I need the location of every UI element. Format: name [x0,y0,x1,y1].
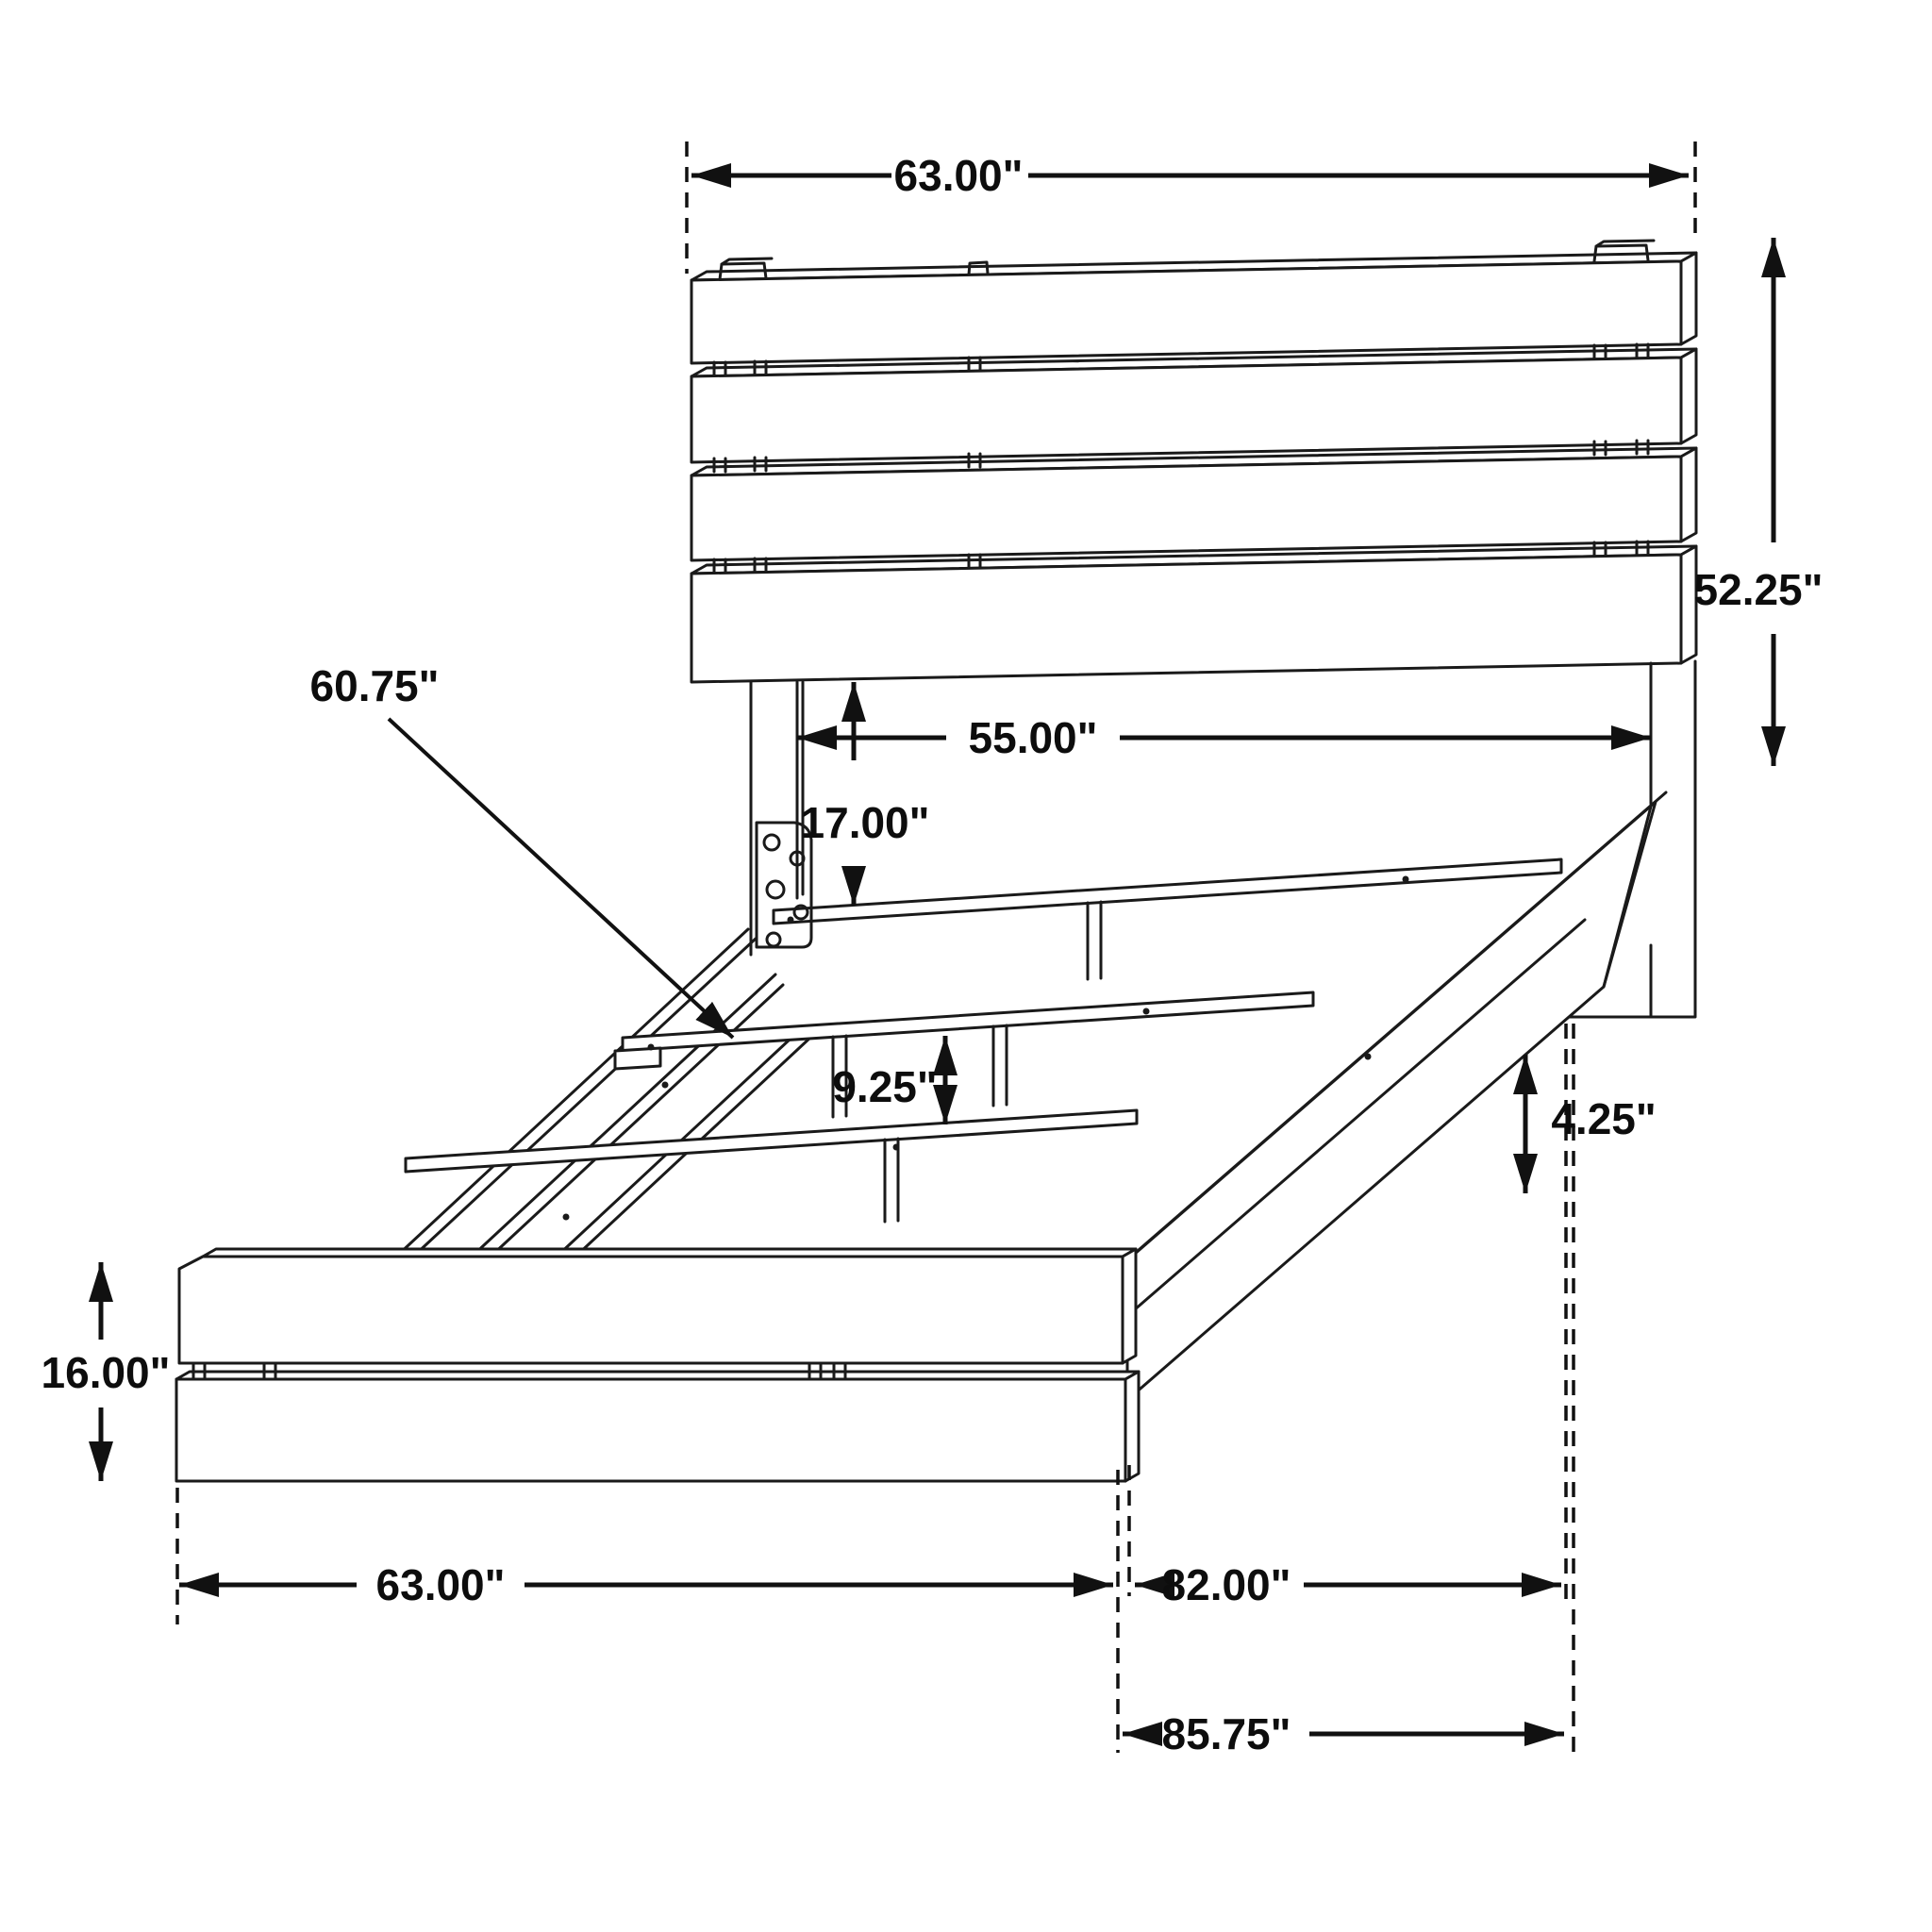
slat-support-rails [404,858,1563,1224]
dim-footboard-width: 63.00" [179,1560,1113,1609]
slat-rail-back [772,858,1563,925]
slat-rail-middle [621,991,1315,1053]
slat-rail-front [404,1108,1139,1174]
dim-slat-rail-label: 60.75" [310,661,440,710]
side-rail-edges [1125,791,1668,1318]
screw-dot [1402,875,1409,883]
headboard-slat-3 [690,455,1683,562]
dim-headboard-clearance-label: 17.00" [801,798,930,847]
dim-headboard-clearance: 17.00" [801,682,930,906]
screw-dot [892,1143,900,1151]
screw-dot [787,916,794,924]
footboard-top-face [201,1247,1138,1258]
bracket-plate [755,821,813,949]
dim-overall-length-label: 85.75" [1162,1709,1291,1758]
dim-footboard-width-label: 63.00" [376,1560,506,1609]
bracket-bolt [765,879,786,900]
headboard-post-tabs [718,239,1656,281]
dim-inner-width-label: 55.00" [969,713,1098,762]
dim-footboard-height: 16.00" [42,1262,171,1481]
dim-side-rail-height: 4.25" [1513,1055,1657,1193]
bracket-bolt [765,931,782,948]
footboard-top-end-face [1121,1247,1138,1365]
dim-inner-length-label: 82.00" [1162,1560,1291,1609]
dim-rail-gap: 9.25" [832,1036,958,1124]
footboard-top-board [177,1255,1124,1365]
extension-lines [175,142,1697,1753]
screw-hole-dots [562,875,1409,1221]
footboard-bottom-top-face [175,1370,1141,1381]
footboard [175,1247,1141,1483]
bracket-bolt [792,904,809,921]
left-side-rail [394,927,813,1258]
headboard [690,239,1698,1019]
screw-dot [1364,1053,1372,1060]
dim-headboard-height: 52.25" [1694,238,1824,766]
dim-slat-rail-leader: 60.75" [310,661,735,1040]
dim-headboard-height-label: 52.25" [1694,565,1824,614]
slat-rail-support-legs [831,900,1103,1224]
dim-inner-length: 82.00" [1135,1560,1561,1609]
dim-overall-length: 85.75" [1123,1709,1564,1758]
headboard-slat-1 [690,259,1683,365]
leader-line [387,717,735,1040]
headboard-slat-4 [690,553,1683,684]
screw-dot [562,1213,570,1221]
footboard-bottom-end-face [1124,1370,1141,1483]
headboard-slat-2 [690,356,1683,464]
dim-headboard-width-label: 63.00" [894,151,1024,200]
footboard-gap-posts [192,1361,847,1381]
bracket-bolt [789,850,806,867]
mounting-bracket [755,821,813,949]
screw-dot [647,1043,655,1051]
dim-side-rail-height-label: 4.25" [1551,1094,1656,1143]
slat-rail-middle-foot [613,1046,662,1071]
screw-dot [1142,1008,1150,1015]
dim-headboard-width: 63.00" [691,151,1689,200]
footboard-bottom-board [175,1377,1127,1483]
headboard-gap-posts [712,342,1650,575]
dim-inner-width: 55.00" [797,713,1651,762]
screw-dot [661,1081,669,1089]
dim-footboard-height-label: 16.00" [42,1348,171,1397]
bracket-bolt [762,833,781,852]
headboard-slat-end-faces [1679,251,1698,665]
dim-rail-gap-label: 9.25" [832,1062,937,1111]
